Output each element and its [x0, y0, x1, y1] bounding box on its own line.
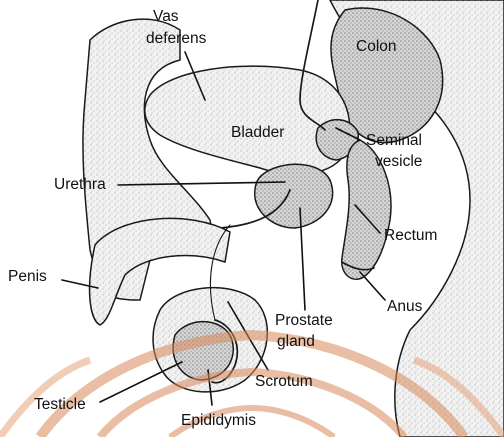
label-vas-deferens-line2: deferens	[146, 30, 206, 47]
label-epididymis: Epididymis	[181, 412, 256, 429]
label-seminal-vesicle-line2: vesicle	[375, 153, 422, 170]
label-penis: Penis	[8, 268, 47, 285]
label-scrotum: Scrotum	[255, 373, 313, 390]
leader-testicle	[100, 362, 182, 402]
leader-anus	[360, 272, 385, 300]
prostate-shape	[255, 164, 333, 228]
label-prostate-gland-line2: gland	[277, 333, 315, 350]
bladder-shape	[145, 66, 350, 174]
label-urethra: Urethra	[54, 176, 106, 193]
label-vas-deferens-line1: Vas	[153, 8, 179, 25]
label-testicle: Testicle	[34, 396, 86, 413]
label-colon: Colon	[356, 38, 397, 55]
label-bladder: Bladder	[231, 124, 284, 141]
label-anus: Anus	[387, 298, 422, 315]
label-rectum: Rectum	[384, 227, 437, 244]
label-seminal-vesicle-line1: Seminal	[366, 132, 422, 149]
label-prostate-gland-line1: Prostate	[275, 312, 333, 329]
